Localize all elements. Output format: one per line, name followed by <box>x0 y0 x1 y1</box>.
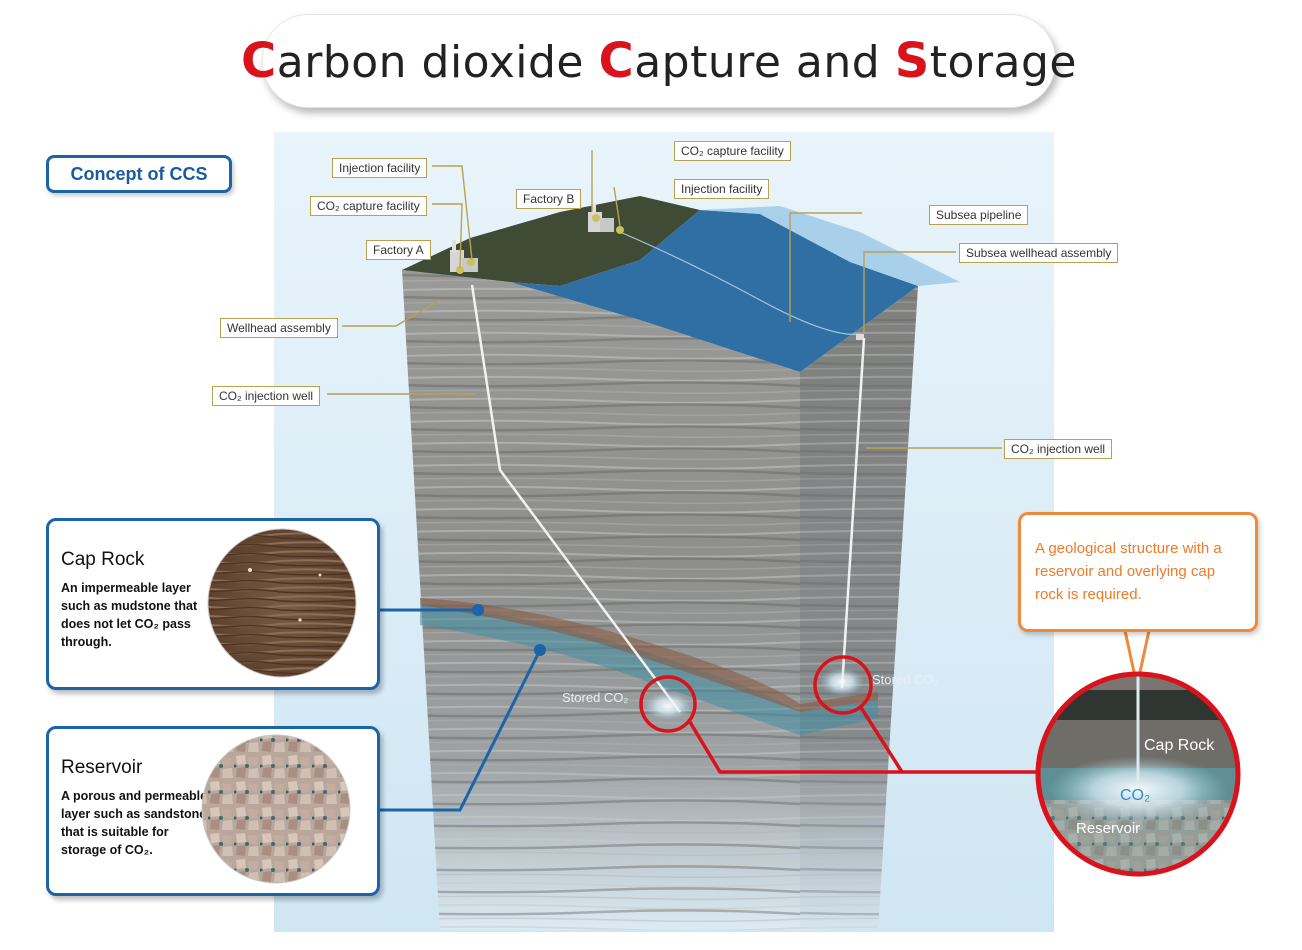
reservoir-description: A porous and permeable layer such as san… <box>61 789 208 857</box>
cap-rock-dot <box>472 604 484 616</box>
co2-capture-facility-a-label: CO₂ capture facility <box>310 196 427 216</box>
subsea-wellhead-icon <box>856 334 864 340</box>
reservoir-leader <box>376 649 542 812</box>
capture-facility-b-marker <box>592 214 600 222</box>
injection-facility-b-label: Injection facility <box>674 179 770 199</box>
stored-co2-left-text: Stored CO₂ <box>562 690 629 705</box>
cap-rock-info-box: Cap Rock An impermeable layer such as mu… <box>46 518 380 690</box>
subsea-wellhead-assembly-label: Subsea wellhead assembly <box>959 243 1119 263</box>
magnified-co2-label: CO₂ <box>1120 787 1150 804</box>
injection-facility-a-label: Injection facility <box>332 158 428 178</box>
zoom-circle-right <box>813 655 873 715</box>
stored-co2-right-text: Stored CO₂ <box>872 672 939 687</box>
page-title: Carbon dioxide Capture and Storage <box>241 33 1078 89</box>
factory-b-label: Factory B <box>516 189 582 209</box>
injection-well-left <box>470 284 682 713</box>
reservoir-dot <box>534 644 546 656</box>
callout-text: A geological structure with a reservoir … <box>1035 540 1222 603</box>
magnified-view <box>1038 674 1238 874</box>
zoom-connector-left <box>688 721 1040 774</box>
stored-co2-left-glow <box>644 692 692 720</box>
magnified-circle-border <box>1035 671 1241 877</box>
magnified-cap-rock-label: Cap Rock <box>1144 737 1215 754</box>
subsea-pipeline-line <box>619 231 861 335</box>
reservoir-info-box: Reservoir A porous and permeable layer s… <box>46 726 380 896</box>
title-pill: Carbon dioxide Capture and Storage <box>241 14 1077 108</box>
co2-injection-well-left-label: CO₂ injection well <box>212 386 321 406</box>
wellhead-assembly-label: Wellhead assembly <box>220 318 338 338</box>
injection-facility-b-marker <box>616 226 624 234</box>
subsea-pipeline-label: Subsea pipeline <box>929 205 1029 225</box>
zoom-connector-right <box>858 705 904 773</box>
cap-rock-layer <box>420 598 878 712</box>
capture-facility-a-marker <box>456 266 464 274</box>
geology-callout: A geological structure with a reservoir … <box>1018 512 1258 632</box>
sea-surface <box>510 210 918 372</box>
magnified-reservoir-label: Reservoir <box>1076 820 1140 837</box>
cap-rock-title: Cap Rock <box>61 549 145 570</box>
injection-facility-a-marker <box>467 258 475 266</box>
zoom-circle-left <box>639 675 697 733</box>
concept-badge: Concept of CCS <box>46 155 232 193</box>
stored-co2-right-glow <box>820 668 864 696</box>
factory-a-label: Factory A <box>366 240 431 260</box>
cap-rock-description: An impermeable layer such as mudstone th… <box>61 581 198 649</box>
co2-injection-well-right-label: CO₂ injection well <box>1004 439 1113 459</box>
label-leaders <box>327 150 1002 449</box>
co2-capture-facility-b-label: CO₂ capture facility <box>674 141 791 161</box>
injection-well-right <box>840 337 866 689</box>
reservoir-title: Reservoir <box>61 757 143 778</box>
